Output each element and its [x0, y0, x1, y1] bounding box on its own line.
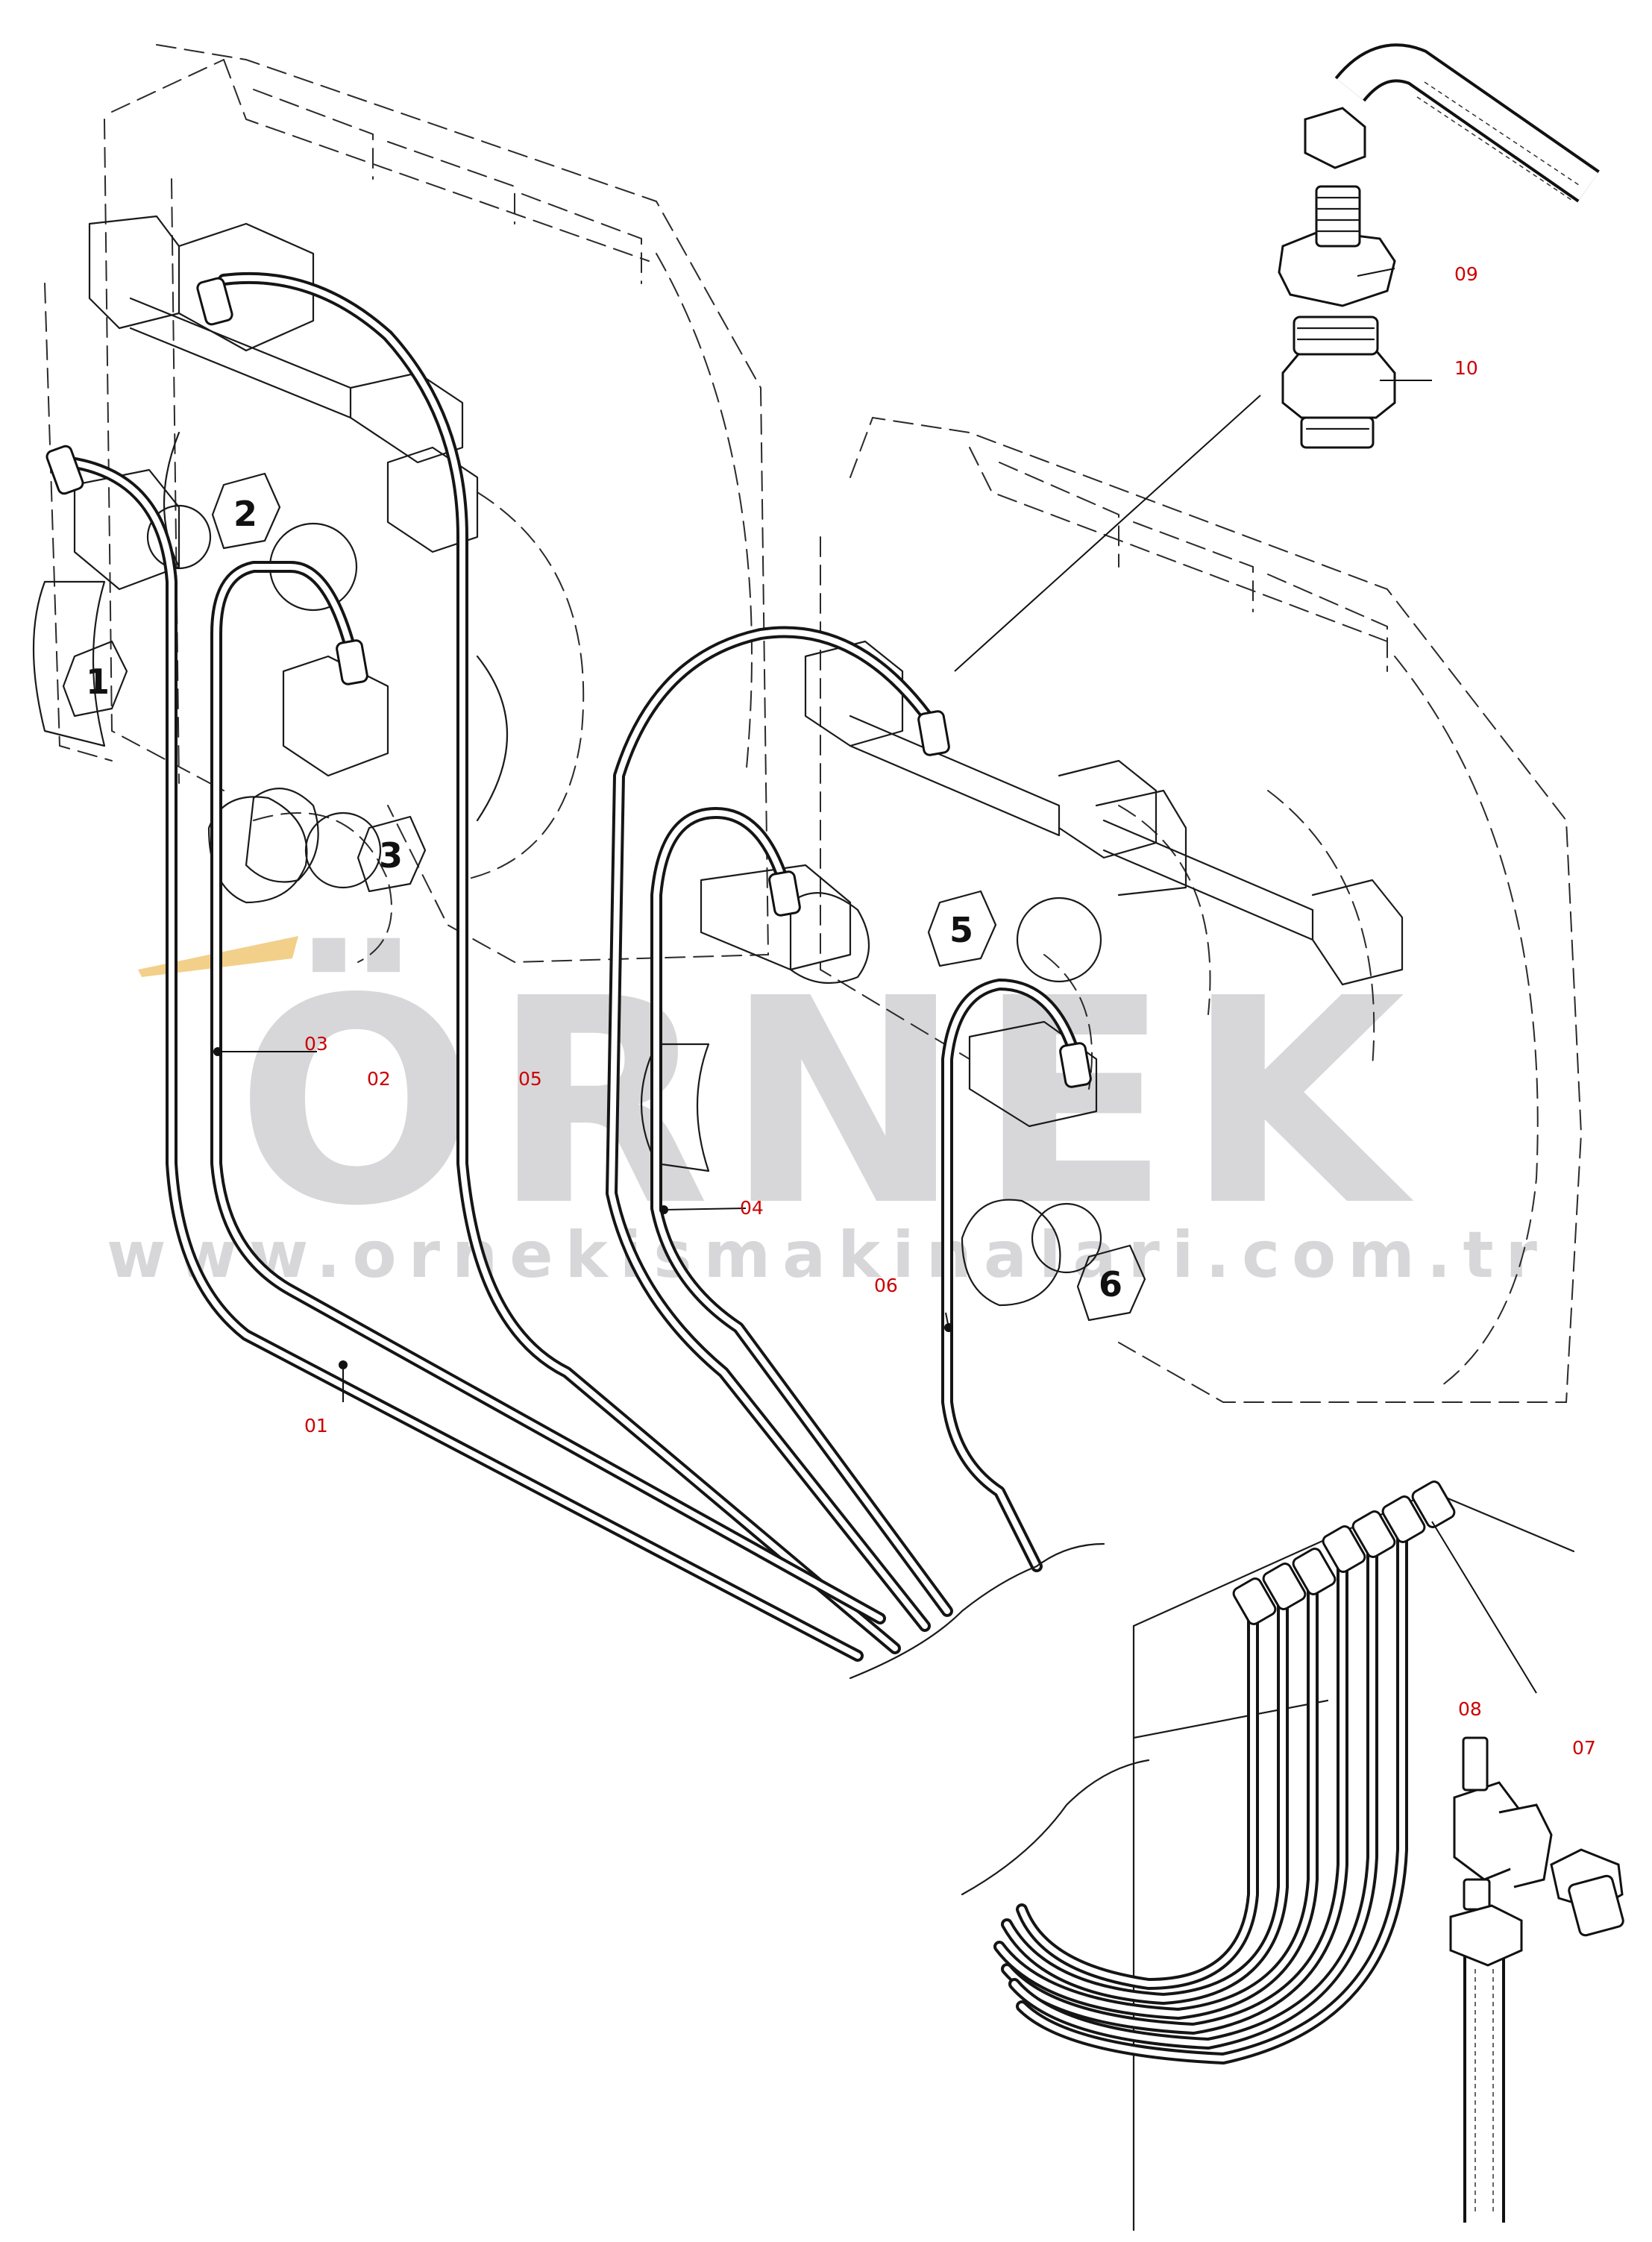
fittings-exploded-lower — [1449, 1736, 1624, 2223]
bulkhead-panel — [961, 1480, 1575, 2232]
valve-number-6: 6 — [1099, 1264, 1122, 1304]
solenoid-knob-3 — [207, 796, 308, 904]
callout-07: 07 — [1572, 1737, 1596, 1759]
callout-09: 09 — [1454, 263, 1478, 285]
valve-block-lower: 5 6 — [640, 416, 1583, 1403]
hose-nut-upper — [1304, 107, 1366, 169]
callout-10: 10 — [1454, 357, 1478, 379]
break-line-upper — [849, 1542, 1105, 1680]
badge-5 — [927, 890, 997, 967]
fitting-10 — [1281, 315, 1396, 449]
valve-number-5: 5 — [949, 910, 973, 950]
hose-bundle — [45, 271, 1105, 1680]
solenoid-knob-5 — [789, 892, 870, 985]
callout-04: 04 — [740, 1197, 764, 1219]
badge-3 — [357, 815, 427, 893]
callout-05: 05 — [518, 1068, 542, 1090]
callout-01: 01 — [304, 1415, 328, 1436]
badge-1 — [62, 640, 128, 717]
valve-number-2: 2 — [233, 494, 257, 534]
bulkhead-hoses — [993, 1523, 1408, 2064]
hose-nut-lower — [1449, 1904, 1523, 1967]
badge-6 — [1076, 1244, 1146, 1322]
bulkhead-elbows — [1232, 1480, 1456, 1625]
callout-02: 02 — [367, 1068, 391, 1090]
callout-03: 03 — [304, 1033, 328, 1055]
callout-06: 06 — [874, 1275, 898, 1296]
fitting-07 — [1550, 1848, 1624, 1937]
fitting-08 — [1453, 1736, 1553, 1911]
callout-08: 08 — [1458, 1698, 1482, 1720]
fitting-09 — [1278, 185, 1396, 307]
valve-number-1: 1 — [86, 662, 110, 702]
badge-2 — [211, 472, 281, 550]
hose-end-fittings — [45, 277, 1092, 1088]
watermark: ÖRNEK www.ornekismakinalari.com.tr — [107, 935, 1549, 1293]
callouts: 01 02 03 04 05 06 07 08 09 10 — [213, 263, 1596, 1759]
valve-number-3: 3 — [379, 835, 403, 876]
fittings-exploded-upper — [954, 43, 1600, 672]
watermark-url: www.ornekismakinalari.com.tr — [107, 1218, 1549, 1293]
solenoid-knob-6 — [961, 1199, 1061, 1307]
